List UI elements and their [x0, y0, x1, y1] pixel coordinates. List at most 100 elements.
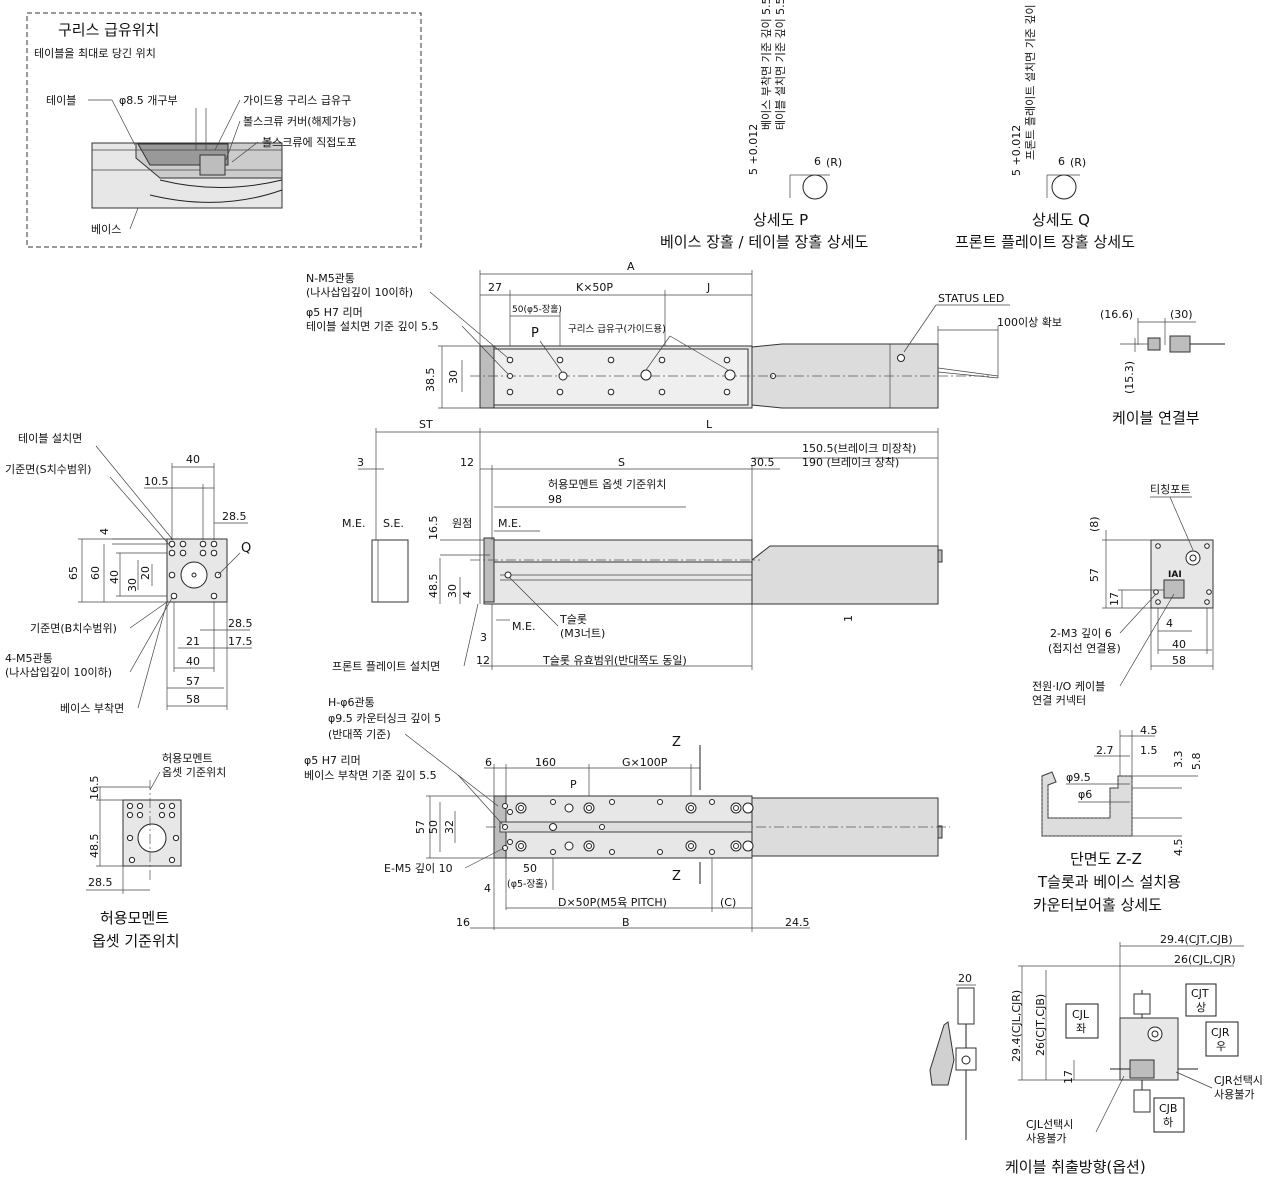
- top-dim-30: 30: [447, 370, 460, 384]
- top-n-m5-note: (나사삽입깊이 10이하): [306, 285, 413, 299]
- moment-label2: 옵셋 기준위치: [162, 766, 226, 779]
- top-grease-port: 구리스 급유구(가이드용): [568, 324, 666, 335]
- end-dim-4: 4: [98, 528, 111, 535]
- side-dim-4: 4: [461, 591, 474, 598]
- cabledir-dim-17: 17: [1062, 1070, 1075, 1084]
- bottom-z1: Z: [672, 735, 681, 750]
- moment-dim-165: 16.5: [88, 776, 101, 801]
- bottom-dim-50b: 50: [523, 862, 537, 875]
- bottom-c: (C): [720, 896, 736, 909]
- side-dim-305: 30.5: [750, 456, 775, 469]
- section-zz: 4.5 2.7 1.5 3.3 5.8 φ9.5 φ6 4.5 단면도 Z-Z …: [1033, 724, 1203, 914]
- detail-p-vtext1: 베이스 부착면 기준 깊이 5.5/: [760, 0, 773, 130]
- cabledir-title: 케이블 취출방향(옵션): [1005, 1158, 1146, 1176]
- detail-p-tolerance: 5 +0.012: [747, 124, 760, 175]
- teaching-dim-58: 58: [1172, 654, 1186, 667]
- top-p-label: P: [531, 326, 539, 341]
- end-ref-b: 기준면(B치수범위): [30, 622, 117, 635]
- side-se: S.E.: [383, 517, 404, 530]
- end-dim-57: 57: [186, 675, 200, 688]
- moment-label1: 허용모멘트: [162, 752, 213, 765]
- detail-p-dim6: 6: [814, 155, 821, 168]
- cabledir-cjt1: CJT: [1191, 987, 1209, 1000]
- grease-title: 구리스 급유위치: [58, 21, 159, 39]
- side-front-plate: 프론트 플레이트 설치면: [332, 660, 440, 673]
- bottom-dim-50: 50: [427, 820, 440, 834]
- end-dim-58: 58: [186, 693, 200, 706]
- top-dim-kx50p: K×50P: [576, 281, 613, 294]
- bottom-dim-245: 24.5: [785, 916, 810, 929]
- moment-title2: 옵셋 기준위치: [92, 932, 180, 950]
- top-clearance: 100이상 확보: [997, 316, 1062, 329]
- cabledir-cjt2: 상: [1196, 1001, 1206, 1014]
- side-s: S: [618, 456, 625, 469]
- teaching-dim-8: (8): [1088, 516, 1101, 532]
- detail-q-r: (R): [1070, 156, 1086, 169]
- side-st: ST: [419, 418, 433, 431]
- section-dim-27: 2.7: [1096, 744, 1114, 757]
- cable-connection: (16.6) (30) (15.3) 케이블 연결부: [1100, 308, 1225, 427]
- teaching-conn1: 전원·I/O 케이블: [1032, 680, 1105, 693]
- grease-position-detail: 구리스 급유위치 테이블을 최대로 당긴 위치 테이블 φ8.5 개구부 가이드…: [26, 12, 422, 248]
- side-brake1: 150.5(브레이크 미장착): [802, 442, 916, 455]
- grease-subtitle: 테이블을 최대로 당긴 위치: [34, 47, 156, 60]
- side-tslot: T슬롯: [559, 613, 587, 626]
- teaching-port: 티칭포트: [1150, 483, 1190, 496]
- bottom-dim-6: 6: [485, 756, 492, 769]
- cabledir-cjr2: 우: [1216, 1040, 1226, 1053]
- bottom-dim-57: 57: [414, 820, 427, 834]
- end-m5: 4-M5관통: [5, 652, 53, 665]
- cable-title: 케이블 연결부: [1112, 409, 1200, 427]
- teaching-conn2: 연결 커넥터: [1032, 694, 1086, 707]
- side-dim-98: 98: [548, 493, 562, 506]
- end-view: 테이블 설치면 기준면(S치수범위) 40 10.5 28.5 4 Q 65 6…: [5, 432, 253, 715]
- detail-p-vtext2: 테이블 설치면 기준 깊이 5.5: [774, 0, 787, 130]
- bottom-dim-4: 4: [484, 882, 491, 895]
- top-dim-27: 27: [488, 281, 502, 294]
- teaching-dim-57: 57: [1088, 568, 1101, 582]
- grease-table-label: 테이블: [46, 94, 76, 107]
- section-dim-45b: 4.5: [1172, 839, 1185, 857]
- detail-q-subtitle: 프론트 플레이트 장홀 상세도: [955, 233, 1135, 251]
- end-dim-60: 60: [89, 566, 102, 580]
- cabledir-dim-26: 26(CJL,CJR): [1174, 953, 1236, 966]
- side-dim-12b: 12: [476, 654, 490, 667]
- end-dim-285: 28.5: [222, 510, 247, 523]
- bottom-dim-32: 32: [443, 820, 456, 834]
- cabledir-cjl-na2: 사용불가: [1026, 1132, 1066, 1145]
- end-dim-65: 65: [67, 566, 80, 580]
- side-me3: M.E.: [512, 620, 535, 633]
- grease-guide-port-label: 가이드용 구리스 급유구: [243, 94, 351, 107]
- top-dim-j: J: [706, 281, 710, 294]
- cabledir-cjr-na2: 사용불가: [1214, 1088, 1254, 1101]
- grease-opening-label: φ8.5 개구부: [119, 94, 178, 107]
- grease-cover-label: 볼스크류 커버(해제가능): [243, 114, 356, 128]
- section-dim-45: 4.5: [1140, 724, 1158, 737]
- side-l: L: [706, 418, 713, 431]
- moment-offset-view: 허용모멘트 옵셋 기준위치 16.5 48.5 28.5 허용모멘트 옵셋 기준…: [86, 752, 226, 950]
- bottom-p: P: [570, 778, 577, 791]
- end-dim-40c: 40: [186, 655, 200, 668]
- section-dim-33: 3.3: [1172, 751, 1185, 769]
- top-reamer: φ5 H7 리머: [306, 306, 363, 319]
- bottom-gx100p: G×100P: [622, 756, 668, 769]
- end-dim-175: 17.5: [228, 635, 253, 648]
- detail-p: 베이스 부착면 기준 깊이 5.5/ 테이블 설치면 기준 깊이 5.5 5 +…: [660, 0, 868, 251]
- bottom-h: H-φ6관통: [328, 696, 375, 709]
- side-dim-165: 16.5: [427, 516, 440, 541]
- end-ref-s: 기준면(S치수범위): [5, 463, 91, 476]
- cabledir-v26: 26(CJT,CJB): [1034, 994, 1047, 1056]
- teaching-logo: IAI: [1168, 570, 1182, 580]
- detail-q-vtext: 프론트 플레이트 설치면 기준 깊이 5: [1024, 0, 1037, 160]
- cable-dim-153: (15.3): [1123, 361, 1136, 394]
- top-dim-385: 38.5: [424, 368, 437, 393]
- detail-q-dim6: 6: [1058, 155, 1065, 168]
- cabledir-cjl1: CJL: [1072, 1008, 1090, 1021]
- cabledir-cjl-na1: CJL선택시: [1026, 1118, 1073, 1131]
- cabledir-v294: 29.4(CJL,CJR): [1010, 990, 1023, 1062]
- end-dim-40: 40: [186, 453, 200, 466]
- cabledir-dim-20: 20: [958, 972, 972, 985]
- teaching-m3-note: (접지선 연결용): [1048, 642, 1121, 655]
- top-dim-a: A: [627, 260, 635, 273]
